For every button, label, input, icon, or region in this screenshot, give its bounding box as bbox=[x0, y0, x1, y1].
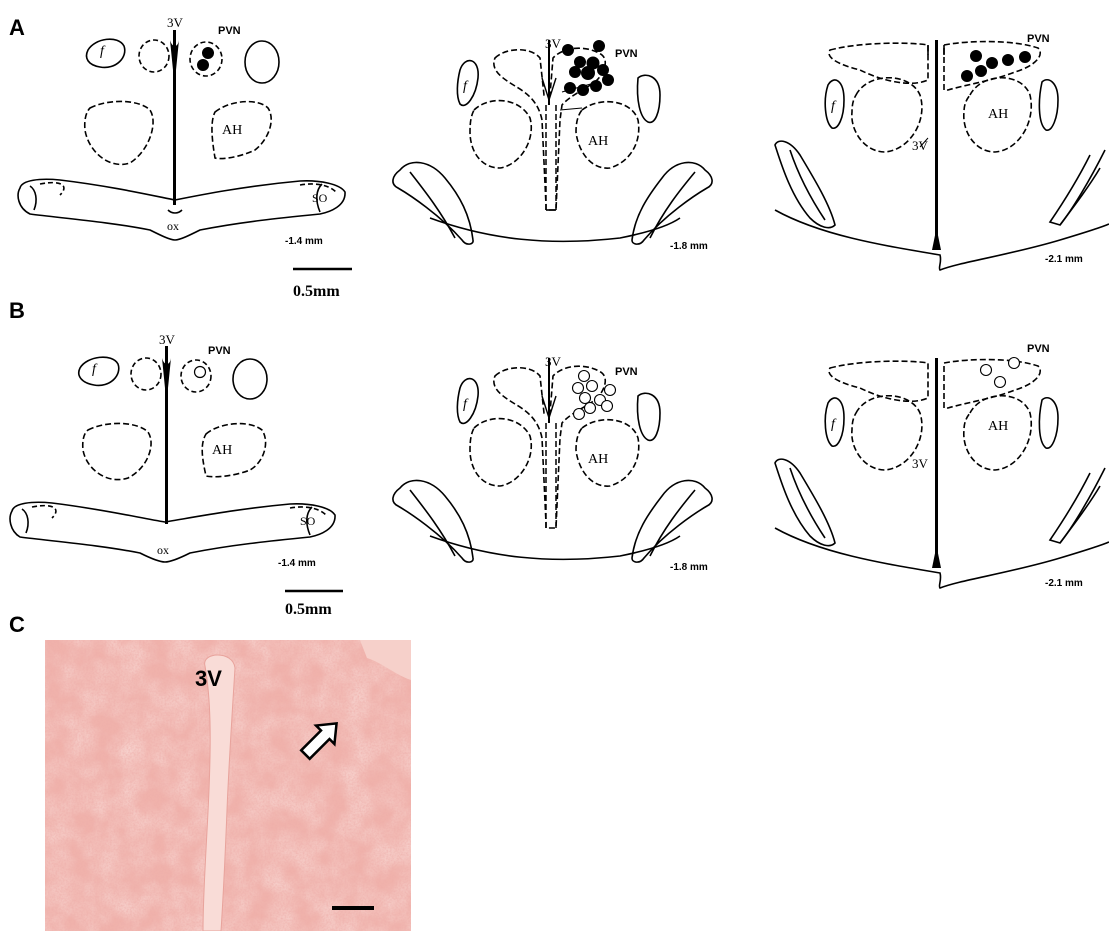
pvn-label: PVN bbox=[1027, 33, 1050, 45]
scale-bar-label: 0.5mm bbox=[293, 283, 340, 300]
photo-ventricle-label: 3V bbox=[195, 666, 222, 691]
fornix-label: f bbox=[463, 397, 469, 412]
ventricle-label: 3V bbox=[912, 456, 929, 471]
histology-photo: 3V bbox=[45, 640, 411, 931]
fornix-label: f bbox=[831, 99, 837, 114]
section-b3: PVN f AH 3V -2.1 mm bbox=[760, 318, 1109, 618]
pvn-label: PVN bbox=[1027, 343, 1050, 355]
pvn-marker bbox=[203, 48, 214, 59]
depth-label: -1.8 mm bbox=[670, 562, 708, 573]
pvn-label: PVN bbox=[615, 366, 638, 378]
depth-label: -1.4 mm bbox=[278, 558, 316, 569]
pvn-label: PVN bbox=[208, 345, 231, 357]
pvn-marker bbox=[198, 60, 209, 71]
pvn-marker-group bbox=[981, 358, 1020, 388]
depth-label: -1.4 mm bbox=[285, 236, 323, 247]
ah-label: AH bbox=[988, 419, 1008, 434]
photo-scale-bar bbox=[332, 906, 374, 910]
depth-label: -2.1 mm bbox=[1045, 578, 1083, 589]
fornix-label: f bbox=[92, 362, 98, 377]
depth-label: -1.8 mm bbox=[670, 241, 708, 252]
so-label: SO bbox=[300, 514, 316, 528]
ventricle-label: 3V bbox=[545, 36, 562, 51]
ah-label: AH bbox=[588, 452, 608, 467]
section-a3: PVN f AH 3V -2.1 mm bbox=[760, 0, 1109, 300]
section-a1: 3V PVN f AH ox SO -1.4 mm 0.5mm bbox=[0, 0, 370, 300]
pvn-label: PVN bbox=[218, 25, 241, 37]
scale-bar-label: 0.5mm bbox=[285, 601, 332, 618]
ventricle-label: 3V bbox=[912, 138, 929, 153]
pvn-label: PVN bbox=[615, 48, 638, 60]
section-b1: 3V PVN f AH ox SO -1.4 mm 0.5mm bbox=[0, 318, 370, 618]
section-a2: 3V PVN f AH -1.8 mm bbox=[370, 0, 740, 300]
fornix-label: f bbox=[831, 417, 837, 432]
ah-label: AH bbox=[222, 123, 242, 138]
section-b2: 3V PVN f AH -1.8 mm bbox=[370, 318, 740, 618]
depth-label: -2.1 mm bbox=[1045, 254, 1083, 265]
ventricle-label: 3V bbox=[159, 332, 176, 347]
ox-label: ox bbox=[167, 219, 179, 233]
pvn-marker-group bbox=[962, 51, 1031, 82]
pvn-marker-group bbox=[573, 371, 616, 420]
so-label: SO bbox=[312, 191, 328, 205]
ventricle-label: 3V bbox=[167, 15, 184, 30]
pvn-marker bbox=[195, 367, 206, 378]
ox-label: ox bbox=[157, 543, 169, 557]
ah-label: AH bbox=[988, 107, 1008, 122]
ah-label: AH bbox=[588, 134, 608, 149]
ventricle-label: 3V bbox=[545, 354, 562, 369]
fornix-label: f bbox=[463, 79, 469, 94]
fornix-label: f bbox=[100, 44, 106, 59]
ah-label: AH bbox=[212, 443, 232, 458]
